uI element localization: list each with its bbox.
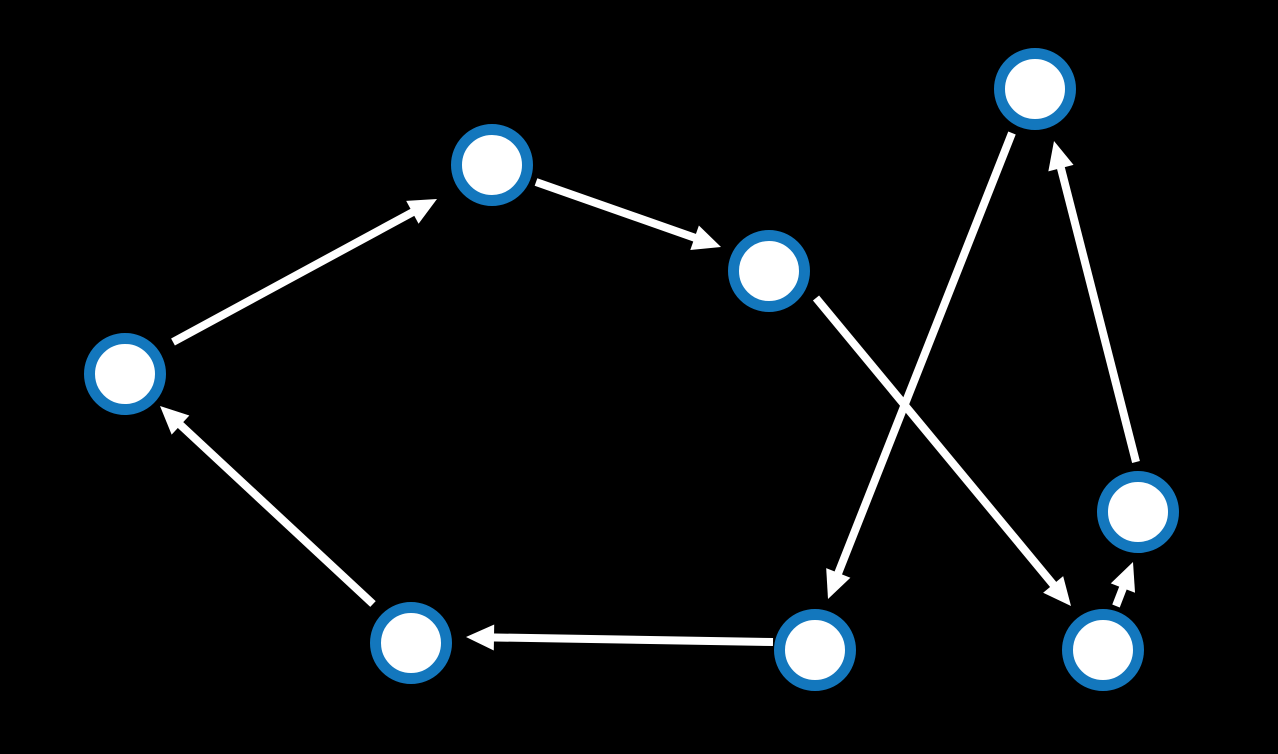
arrowhead-icon [1110,562,1136,593]
arrowhead-icon [1043,576,1071,606]
graph-node-n6 [370,602,452,684]
edge-shaft [173,418,376,607]
arrowhead-icon [160,406,190,435]
graph-node-n4 [84,333,166,415]
graph-node-n1 [994,48,1076,130]
graph-node-n8 [1062,609,1144,691]
edge-n4-to-n2 [171,199,437,346]
edge-n8-to-n5 [1110,562,1136,608]
edge-n5-to-n1 [1048,141,1140,463]
arrowhead-icon [826,568,851,599]
edge-n6-to-n4 [160,406,376,607]
edge-shaft [487,633,774,646]
edge-shaft [534,178,702,244]
edge-shaft [1055,161,1140,463]
arrowhead-icon [690,225,721,250]
edge-n2-to-n3 [534,178,721,250]
graph-node-n5 [1097,471,1179,553]
graph-node-n2 [451,124,533,206]
arrowhead-icon [406,199,437,224]
arrowhead-icon [1048,141,1074,172]
edge-n3-to-n8 [812,295,1071,606]
edge-shaft [171,205,420,346]
arrowhead-icon [466,624,495,651]
graph-node-n7 [774,609,856,691]
edge-n7-to-n6 [466,624,774,651]
graph-node-n3 [728,230,810,312]
edge-shaft [832,131,1016,581]
edge-n1-to-n7 [826,131,1016,599]
edge-shaft [812,295,1061,592]
